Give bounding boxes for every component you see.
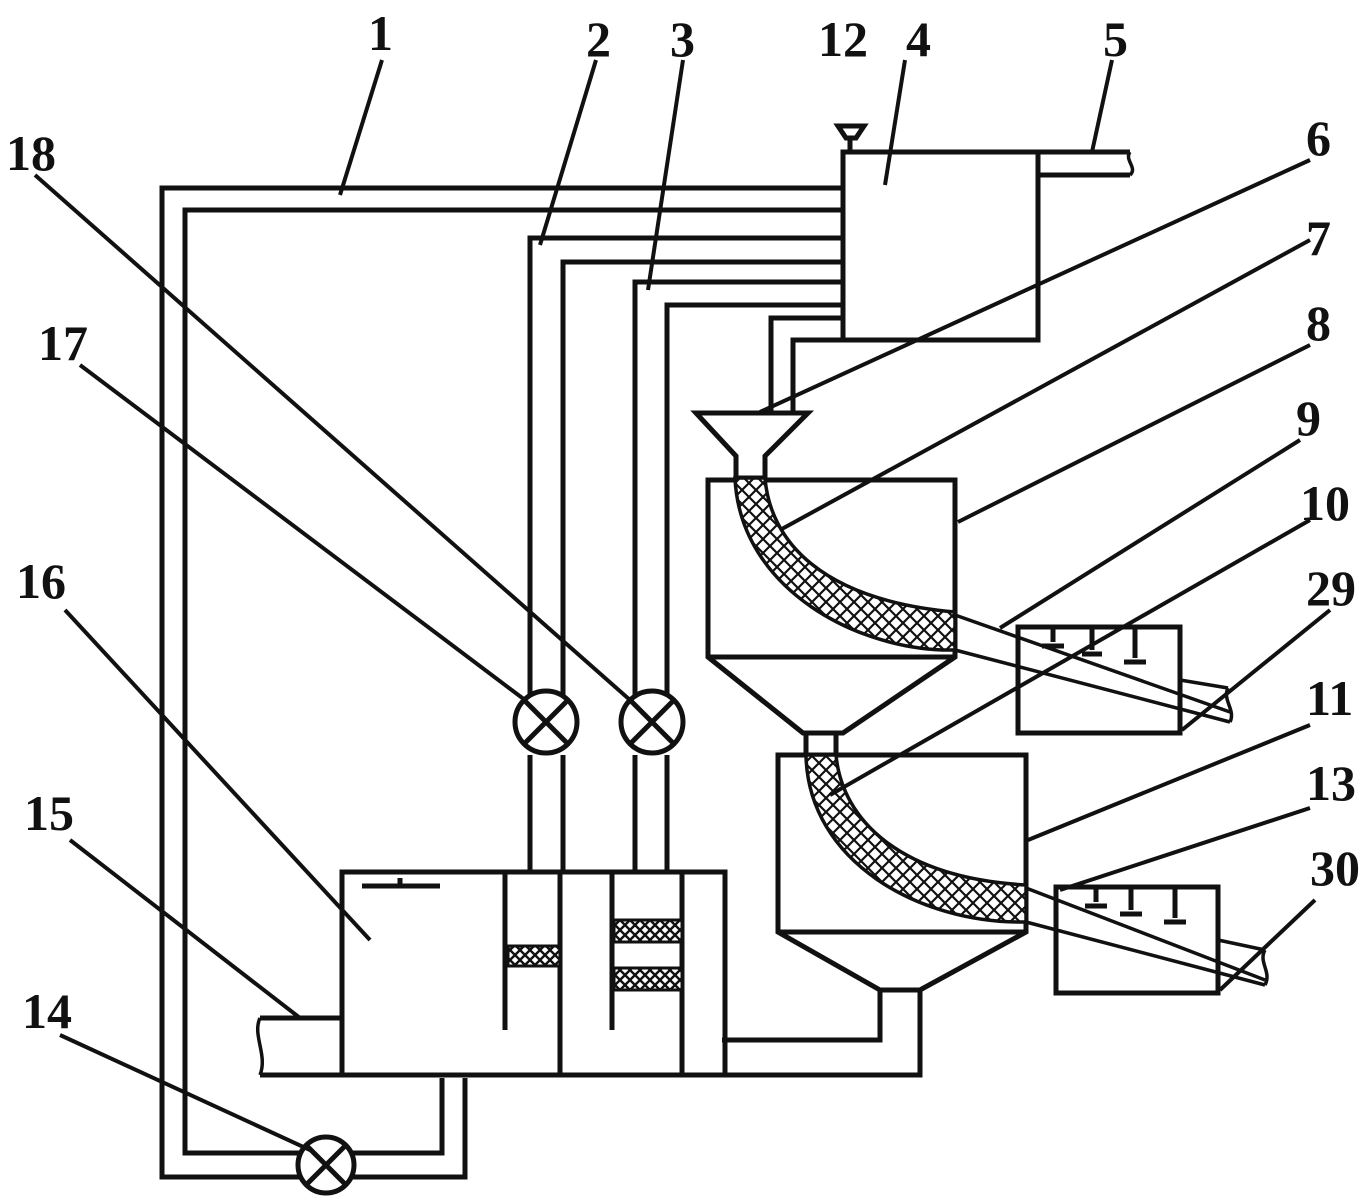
pipe-1 (159, 185, 843, 1180)
screen-7 (733, 476, 957, 652)
box-13 (1025, 884, 1269, 996)
tank-16 (339, 869, 728, 1078)
leader-lines (33, 59, 1332, 1152)
labels: 1 2 3 12 4 5 6 7 8 9 10 29 11 13 30 18 1… (6, 5, 1360, 1039)
label-16: 16 (16, 553, 66, 609)
pipe-15 (255, 1015, 342, 1078)
pipe-6 (768, 315, 843, 412)
vent-12 (833, 123, 869, 152)
filter-media-2 (612, 918, 684, 944)
label-12: 12 (818, 11, 868, 67)
label-10: 10 (1300, 475, 1350, 531)
pipe-2 (527, 235, 843, 872)
box-10 (954, 613, 1234, 736)
funnel (690, 410, 815, 481)
label-18: 18 (6, 125, 56, 181)
label-5: 5 (1103, 11, 1128, 67)
label-11: 11 (1306, 670, 1353, 726)
label-9: 9 (1296, 390, 1321, 446)
label-2: 2 (586, 11, 611, 67)
valve-17 (512, 688, 580, 756)
tank-4 (840, 149, 1041, 343)
label-13: 13 (1306, 755, 1356, 811)
return-pipe (722, 990, 923, 1078)
pipe-3 (632, 279, 843, 872)
label-15: 15 (24, 785, 74, 841)
label-14: 14 (22, 983, 72, 1039)
label-30: 30 (1310, 840, 1360, 896)
valve-18 (618, 688, 686, 756)
screen-9 (804, 753, 1028, 924)
label-29: 29 (1306, 560, 1356, 616)
label-3: 3 (670, 11, 695, 67)
vessel-8 (705, 477, 958, 736)
label-6: 6 (1306, 110, 1331, 166)
label-17: 17 (38, 315, 88, 371)
valve-14 (295, 1134, 357, 1196)
label-1: 1 (368, 5, 393, 61)
pipe-5 (1038, 149, 1135, 178)
filter-media-1 (506, 944, 562, 968)
label-8: 8 (1306, 295, 1331, 351)
label-7: 7 (1306, 210, 1331, 266)
label-4: 4 (906, 11, 931, 67)
filter-media-3 (612, 966, 684, 992)
